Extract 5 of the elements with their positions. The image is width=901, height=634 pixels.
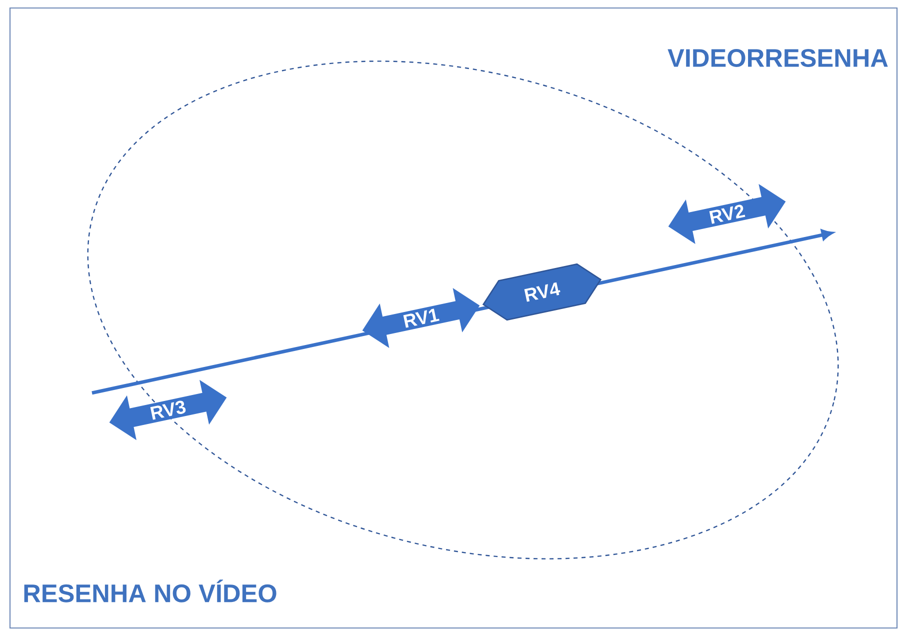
- double-arrow-box: RV1: [362, 288, 480, 348]
- double-arrow-box: RV2: [668, 184, 786, 244]
- axis-label: RESENHA NO VÍDEO: [24, 580, 276, 602]
- axis-label: VIDEORRESENHA: [668, 49, 888, 67]
- double-arrow-box: RV3: [109, 380, 227, 440]
